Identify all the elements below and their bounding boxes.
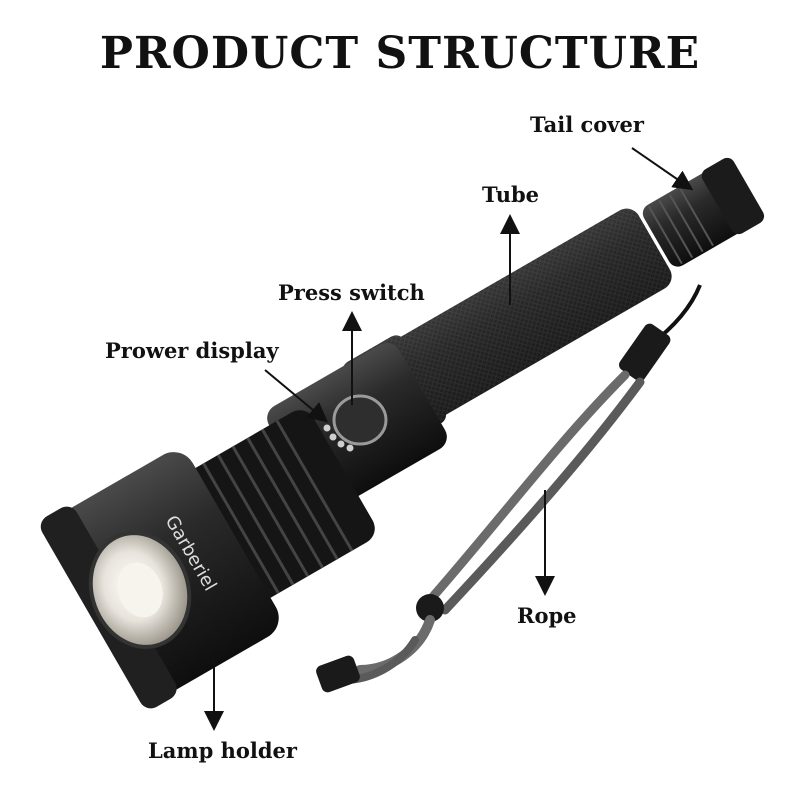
power-display-label: Prower display: [105, 338, 279, 363]
power-display-arrow: [264, 369, 329, 423]
tail-cover-arrow: [631, 147, 694, 191]
callout-arrows: [204, 147, 694, 731]
press-switch-label: Press switch: [278, 280, 425, 305]
lamp-holder-label: Lamp holder: [148, 738, 297, 763]
diagram-title: PRODUCT STRUCTURE: [99, 28, 701, 79]
rope-label: Rope: [517, 603, 577, 628]
rope-lanyard: [316, 284, 702, 693]
lamp-holder: [40, 452, 279, 709]
tail-cover-label: Tail cover: [530, 112, 644, 137]
tube-label: Tube: [482, 182, 540, 207]
tail-cover: [642, 157, 765, 267]
